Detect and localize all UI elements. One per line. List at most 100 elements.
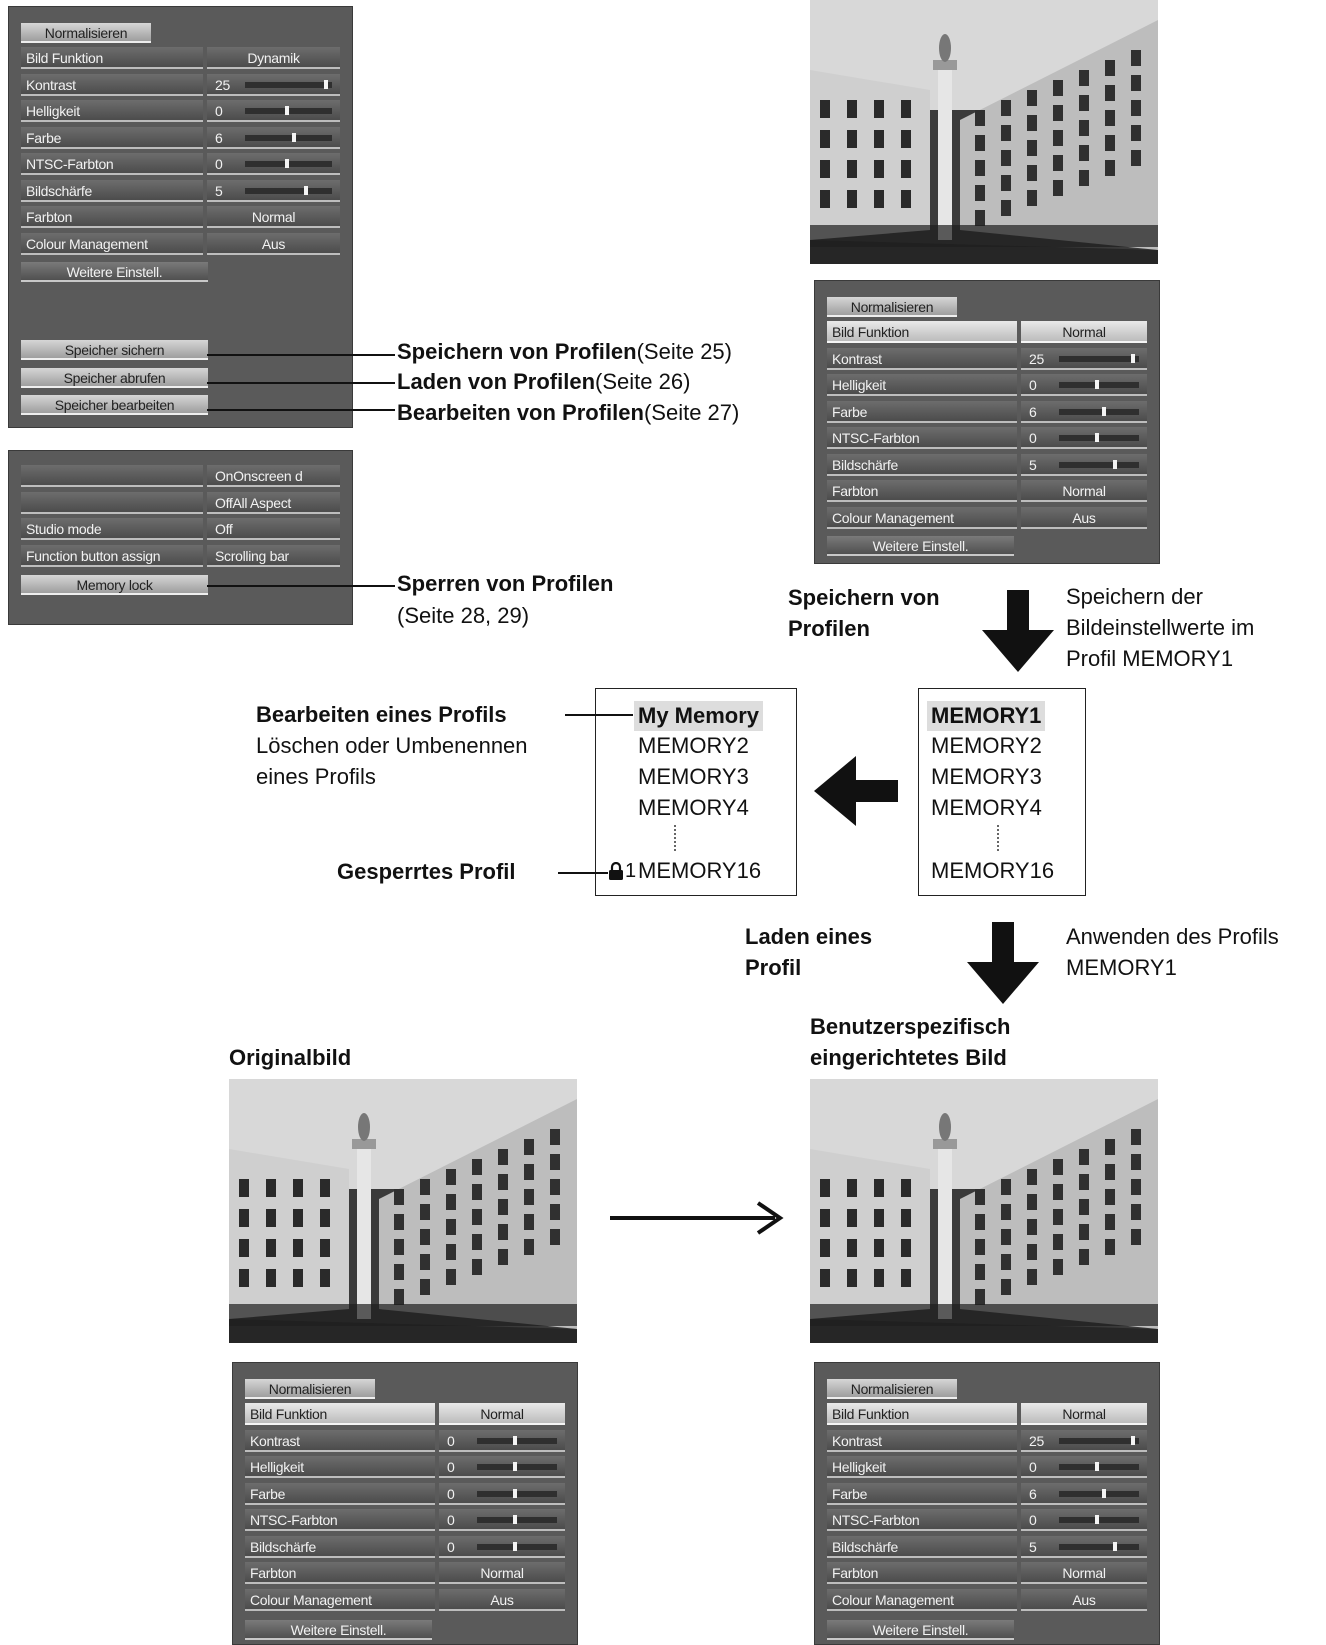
menu-row-slider[interactable]: 25 [1021,1429,1147,1452]
slider-knob[interactable] [292,132,297,142]
reset-button[interactable]: Normalisieren [21,23,151,43]
menu-row-value[interactable]: Aus [1021,506,1147,529]
slider-knob[interactable] [304,185,309,195]
menu-row-slider[interactable]: 5 [1021,453,1147,476]
menu-row-slider[interactable]: 5 [207,179,340,202]
menu-row-value[interactable]: Aus [439,1588,565,1611]
slider-knob[interactable] [1095,433,1099,442]
edit-memory-button[interactable]: Speicher bearbeiten [21,395,208,415]
memory-item-my-memory[interactable]: My Memory [634,701,764,731]
slider-knob[interactable] [513,1462,517,1471]
slider-knob[interactable] [1095,1515,1099,1524]
menu-row-value[interactable]: OnOnscreen d [207,465,340,487]
menu-row-slider[interactable]: 6 [1021,1482,1147,1505]
menu-row-value[interactable]: Normal [1021,480,1147,502]
menu-row[interactable]: OnOnscreen d [21,465,340,487]
memory-lock-button[interactable]: Memory lock [21,575,208,595]
slider-knob[interactable] [1131,1435,1135,1445]
memory-item-2-r[interactable]: MEMORY2 [931,733,1042,758]
menu-row-value[interactable]: Normal [439,1403,565,1425]
menu-row-value[interactable]: Normal [207,206,340,228]
memory-item-16-r[interactable]: MEMORY16 [931,858,1055,883]
memory-item-16[interactable]: MEMORY16 [638,858,762,883]
slider-knob[interactable] [513,1541,517,1551]
memory-item-4[interactable]: MEMORY4 [638,795,749,820]
menu-row-slider[interactable]: 0 [207,153,340,175]
menu-row-value[interactable]: Normal [1021,1403,1147,1425]
menu-row-value[interactable]: Normal [1021,1562,1147,1584]
menu-row-slider[interactable]: 6 [207,126,340,149]
menu-row-value[interactable]: Aus [207,232,340,255]
slider-knob[interactable] [1095,1462,1099,1471]
menu-row-slider[interactable]: 0 [439,1535,565,1558]
menu-row-slider[interactable]: 0 [1021,1456,1147,1478]
menu-row-value[interactable]: Off [207,518,340,540]
menu-row-value[interactable]: Dynamik [207,47,340,69]
slider-knob[interactable] [1095,380,1099,389]
slider-knob[interactable] [513,1488,517,1498]
memory-item-3[interactable]: MEMORY3 [638,764,749,789]
more-settings-button-br[interactable]: Weitere Einstell. [827,1620,1014,1640]
slider-knob[interactable] [513,1515,517,1524]
memory-item-1[interactable]: MEMORY1 [927,701,1046,731]
menu-row-slider[interactable]: 0 [439,1509,565,1531]
menu-row-slider[interactable]: 0 [439,1482,565,1505]
more-settings-button-bl[interactable]: Weitere Einstell. [245,1620,432,1640]
menu-row-slider[interactable]: 0 [1021,374,1147,396]
reset-button-br[interactable]: Normalisieren [827,1379,957,1399]
slider-knob[interactable] [284,159,289,168]
more-settings-button-right[interactable]: Weitere Einstell. [827,536,1014,556]
slider-knob[interactable] [1113,1541,1117,1551]
menu-row-slider[interactable]: 5 [1021,1535,1147,1558]
menu-row-slider[interactable]: 0 [439,1456,565,1478]
menu-row-slider[interactable]: 0 [439,1429,565,1452]
save-memory-button[interactable]: Speicher sichern [21,340,208,360]
slider-knob[interactable] [284,106,289,115]
menu-row-slider[interactable]: 0 [1021,1509,1147,1531]
menu-row[interactable]: OffAll Aspect [21,491,340,514]
slider-knob[interactable] [1102,406,1107,416]
memory-item-2[interactable]: MEMORY2 [638,733,749,758]
menu-row-value[interactable]: OffAll Aspect [207,491,340,514]
more-settings-button[interactable]: Weitere Einstell. [21,262,208,282]
slider-knob[interactable] [513,1435,517,1445]
menu-row-value[interactable]: Normal [439,1562,565,1584]
menu-row-value[interactable]: Scrolling bar [207,544,340,567]
slider-knob[interactable] [1102,1488,1107,1498]
slider-knob[interactable] [324,79,328,89]
menu-row-value[interactable]: Aus [1021,1588,1147,1611]
slider-knob[interactable] [1131,353,1135,363]
reset-button-bl[interactable]: Normalisieren [245,1379,375,1399]
memory-item-3-r[interactable]: MEMORY3 [931,764,1042,789]
slider-knob[interactable] [1113,459,1117,469]
